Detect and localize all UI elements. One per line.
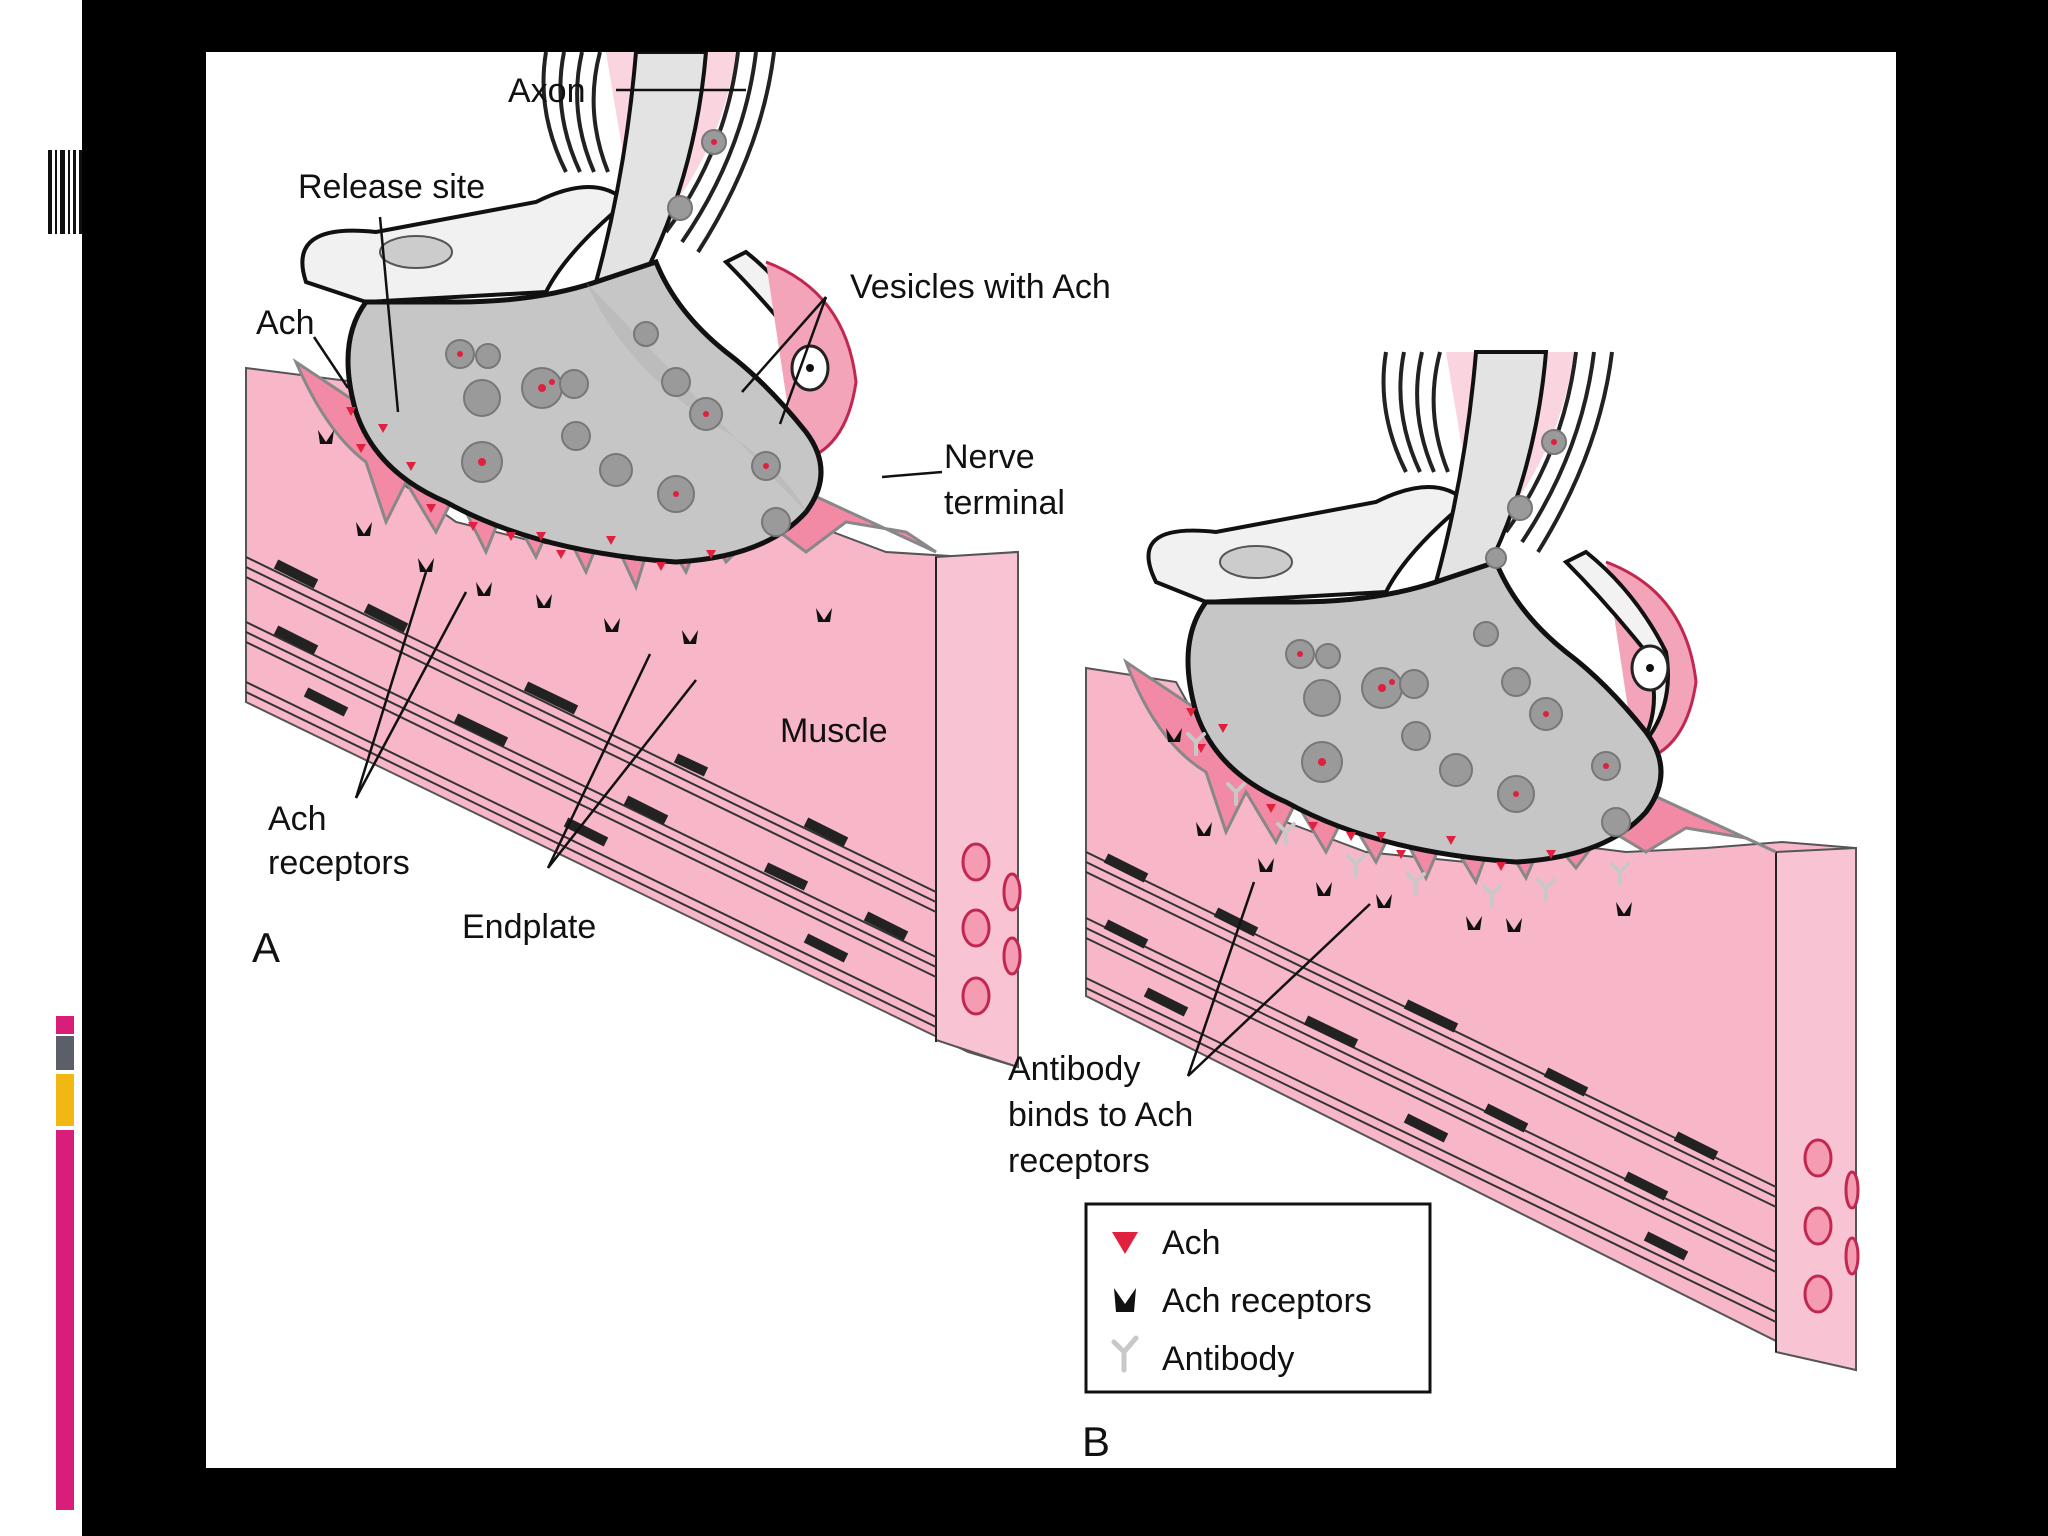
label-vesicles: Vesicles with Ach bbox=[850, 268, 1111, 306]
schwann-cell-a bbox=[300, 185, 629, 305]
panel-a: Axon Release site Ach Vesicles with Ach … bbox=[245, 50, 1111, 1069]
label-release-site: Release site bbox=[298, 168, 485, 206]
label-antibody-2: binds to Ach bbox=[1008, 1096, 1193, 1134]
nerve-terminal-b bbox=[1185, 558, 1664, 865]
label-ach: Ach bbox=[256, 304, 315, 342]
label-ach-receptors-2: receptors bbox=[268, 844, 410, 882]
legend-item-antibody: Antibody bbox=[1162, 1340, 1294, 1378]
antibody-icon bbox=[1111, 1335, 1139, 1373]
muscle-fiber-circles-b bbox=[1803, 1138, 1860, 1314]
striations-a bbox=[245, 556, 937, 1028]
ach-molecules-a bbox=[346, 407, 716, 571]
nerve-terminal-a bbox=[345, 258, 824, 565]
diagram-figure: Axon Release site Ach Vesicles with Ach … bbox=[206, 50, 1896, 1468]
receptor-icon bbox=[1114, 1288, 1136, 1312]
label-muscle: Muscle bbox=[780, 712, 888, 750]
vesicle-ach-dots-b bbox=[1297, 439, 1609, 797]
accent-bar-pink bbox=[56, 1130, 74, 1510]
leader-lines-b bbox=[1186, 881, 1371, 1077]
triangle-icon bbox=[1112, 1232, 1138, 1254]
label-terminal: terminal bbox=[944, 484, 1065, 522]
ach-receptors-a bbox=[318, 430, 832, 644]
schwann-cell-b bbox=[1146, 485, 1469, 605]
legend: Ach Ach receptors Antibody bbox=[1084, 1202, 1432, 1394]
dark-bands-a bbox=[273, 559, 909, 963]
legend-item-ach-receptors: Ach receptors bbox=[1162, 1282, 1372, 1320]
dark-bands-b bbox=[1103, 853, 1719, 1261]
label-panel-a: A bbox=[252, 924, 280, 971]
schwann-nucleus-b bbox=[1219, 545, 1293, 579]
accent-bar-pink-top bbox=[56, 1016, 74, 1034]
label-panel-b: B bbox=[1082, 1418, 1110, 1465]
accent-bar-yellow bbox=[56, 1074, 74, 1126]
ach-receptors-b bbox=[1166, 728, 1632, 932]
label-axon: Axon bbox=[508, 72, 586, 110]
legend-item-ach: Ach bbox=[1162, 1224, 1221, 1262]
vesicles-a bbox=[445, 129, 791, 537]
muscle-fiber-circles-a bbox=[961, 842, 1022, 1016]
antibodies-b bbox=[1186, 732, 1630, 908]
label-nerve: Nerve bbox=[944, 438, 1035, 476]
label-ach-receptors-1: Ach bbox=[268, 800, 327, 838]
neuromuscular-junction-diagram: Axon Release site Ach Vesicles with Ach … bbox=[245, 50, 1860, 1465]
accent-bar-gray bbox=[56, 1036, 74, 1070]
ach-molecules-b bbox=[1186, 708, 1556, 871]
label-endplate: Endplate bbox=[462, 908, 596, 946]
label-antibody-3: receptors bbox=[1008, 1142, 1150, 1180]
leader-lines-a bbox=[312, 88, 943, 869]
panel-b: Antibody binds to Ach receptors B Ach Ac… bbox=[1008, 350, 1860, 1465]
label-antibody-1: Antibody bbox=[1008, 1050, 1140, 1088]
barcode-decoration bbox=[48, 150, 82, 234]
schwann-nucleus-a bbox=[379, 235, 453, 269]
vesicle-ach-dots-a bbox=[457, 139, 769, 497]
legend-box bbox=[1084, 1202, 1432, 1394]
